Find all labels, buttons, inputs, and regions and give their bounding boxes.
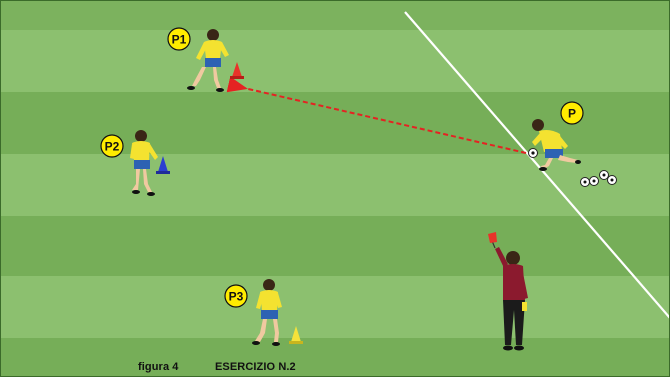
label-p-text: P <box>568 107 576 121</box>
figure-caption: figura 4 <box>138 361 179 373</box>
exercise-title: ESERCIZIO N.2 <box>215 361 296 373</box>
label-p2: P2 <box>100 134 124 158</box>
ball-pile <box>580 170 617 187</box>
coach-with-flag <box>488 232 528 351</box>
label-p: P <box>560 101 584 125</box>
player-p1 <box>187 29 229 92</box>
field-line <box>404 11 670 319</box>
ball-at-feet <box>528 148 538 158</box>
player-p2 <box>130 130 158 196</box>
pass-arrow <box>226 76 527 154</box>
cone-red <box>230 62 244 79</box>
label-p1-text: P1 <box>172 33 187 47</box>
label-p1: P1 <box>167 27 191 51</box>
cone-yellow <box>289 326 303 344</box>
label-p3-text: P3 <box>229 290 244 304</box>
label-p3: P3 <box>224 284 248 308</box>
cone-blue <box>156 156 170 174</box>
player-p3 <box>252 279 282 346</box>
label-p2-text: P2 <box>105 140 120 154</box>
player-p <box>532 119 581 171</box>
